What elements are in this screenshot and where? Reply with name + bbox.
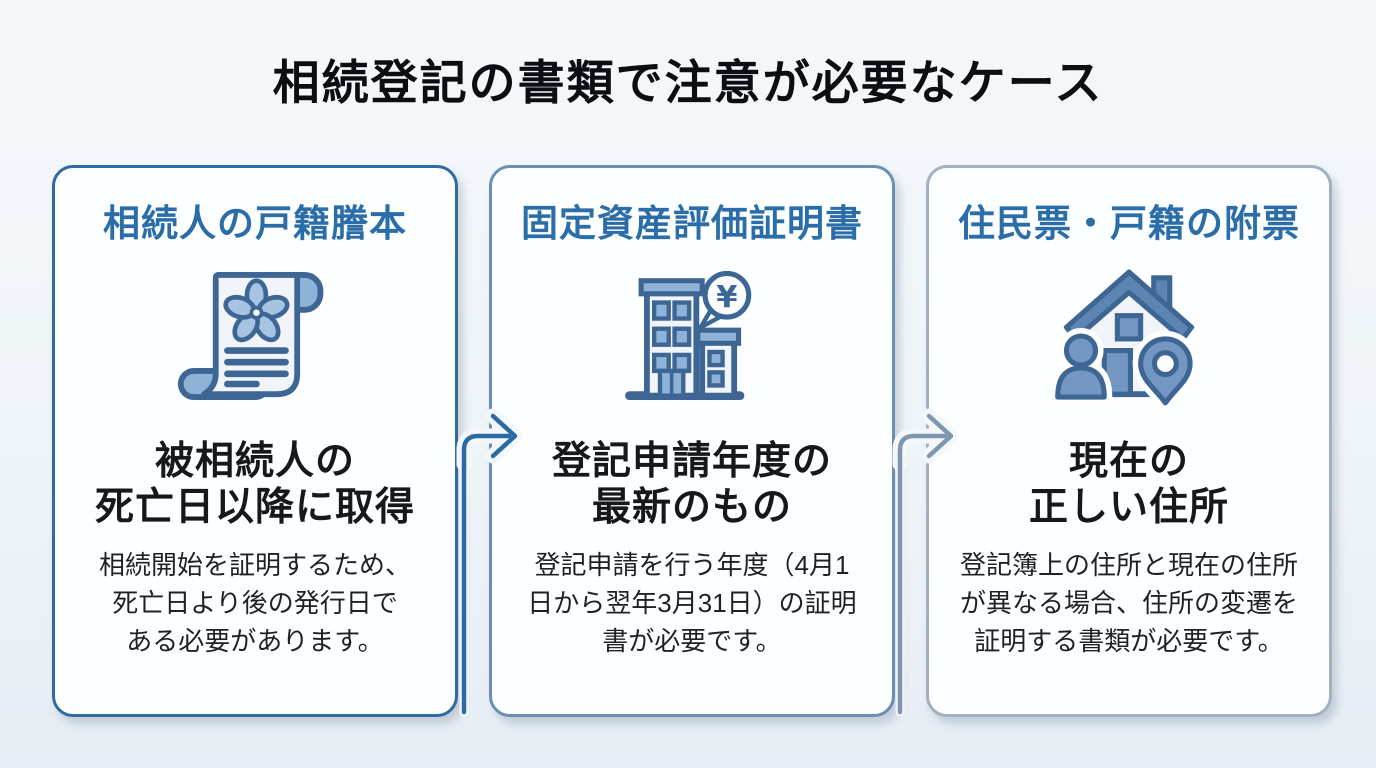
card-heir-family-register: 相続人の戸籍謄本 <box>52 165 458 717</box>
card-title: 相続人の戸籍謄本 <box>103 203 407 244</box>
card-title: 固定資産評価証明書 <box>521 203 863 244</box>
card-body: 登記申請を行う年度（4月1 日から翌年3月31日）の証明 書が必要です。 <box>527 550 857 657</box>
building-yen-icon: ¥ <box>612 257 772 415</box>
family-register-scroll-icon <box>175 257 335 415</box>
card-heading: 現在の 正しい住所 <box>1028 439 1229 530</box>
page-title: 相続登記の書類で注意が必要なケース <box>272 56 1104 109</box>
card-body: 相続開始を証明するため、 死亡日より後の発行日で ある必要があります。 <box>98 550 411 657</box>
card-heading: 被相続人の 死亡日以降に取得 <box>94 439 415 530</box>
cards-row: 相続人の戸籍謄本 <box>52 165 1332 717</box>
card-asset-valuation-certificate: 固定資産評価証明書 <box>489 165 895 717</box>
yen-symbol: ¥ <box>716 280 737 315</box>
card-heading: 登記申請年度の 最新のもの <box>551 439 832 530</box>
card-body: 登記簿上の住所と現在の住所 が異なる場合、住所の変遷を 証明する書類が必要です。 <box>959 550 1298 657</box>
house-person-pin-icon <box>1049 257 1209 415</box>
card-resident-record: 住民票・戸籍の附票 <box>926 165 1332 717</box>
card-title: 住民票・戸籍の附票 <box>958 203 1300 244</box>
